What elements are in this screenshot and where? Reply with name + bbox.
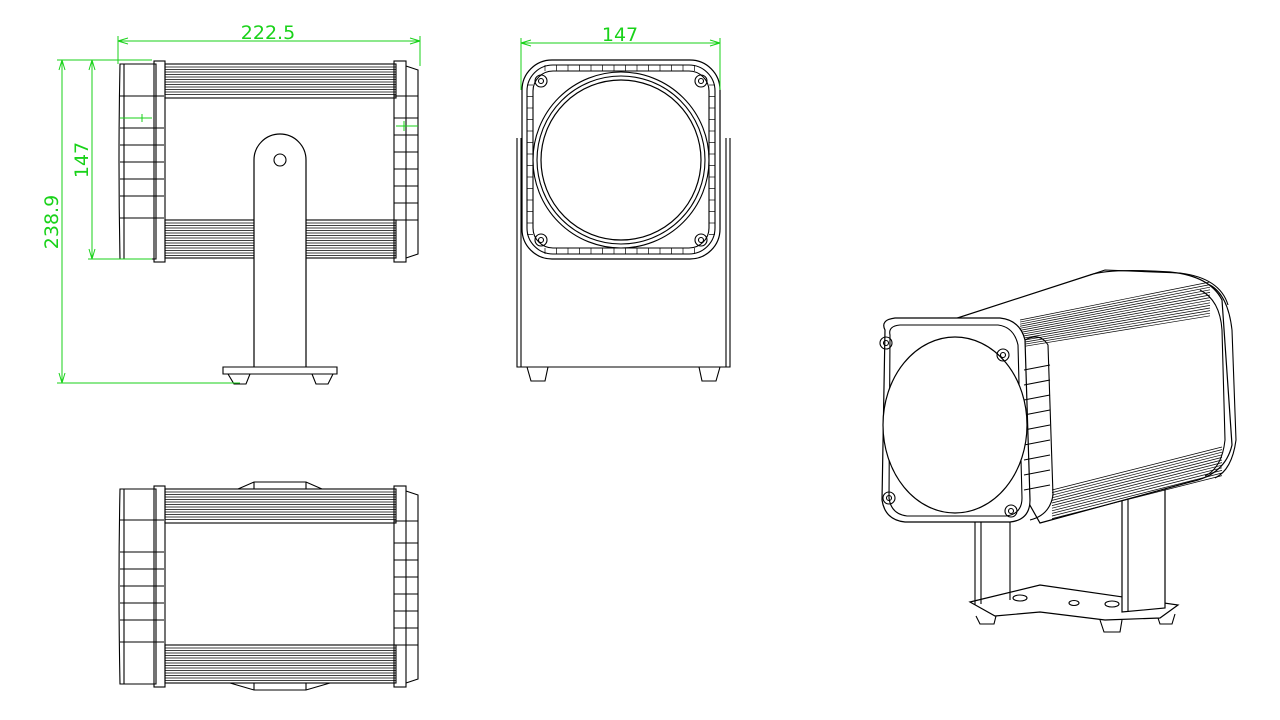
- dimension-total-height: 238.9: [41, 59, 240, 384]
- iso-fin-line: [1051, 470, 1223, 514]
- iso-fin-line: [1051, 462, 1223, 506]
- side-view-yoke: [253, 133, 307, 367]
- iso-rib-line: [1023, 469, 1051, 476]
- iso-rib-line: [1023, 454, 1051, 461]
- iso-fin-line: [1051, 459, 1223, 504]
- dimension-body-height: 147: [71, 59, 152, 260]
- iso-fin-line: [1051, 446, 1223, 491]
- iso-rib-line: [1023, 379, 1051, 386]
- iso-rib-line: [1023, 409, 1051, 416]
- side-view-top-fins: [164, 63, 397, 99]
- side-view-yoke-bolt: [273, 153, 287, 167]
- top-view-yoke-tab-top: [237, 481, 323, 490]
- iso-rib-line: [1023, 484, 1051, 491]
- front-view-yoke: [516, 138, 731, 368]
- iso-fin-line: [1051, 464, 1223, 509]
- iso-fin-line: [1051, 451, 1223, 496]
- iso-fin-line: [1019, 307, 1211, 342]
- iso-fin-line: [1051, 475, 1223, 519]
- iso-lens: [882, 336, 1028, 514]
- iso-fin-line: [1019, 315, 1211, 348]
- iso-fin-line: [1051, 454, 1223, 499]
- iso-fin-line: [1019, 284, 1211, 323]
- iso-rib-line: [1023, 364, 1051, 371]
- iso-screws: [879, 336, 1018, 518]
- dimension-front-width: 147: [520, 24, 721, 90]
- iso-fin-line: [1019, 310, 1211, 344]
- front-view-lens: [540, 79, 702, 241]
- front-view-lens-ring: [532, 71, 710, 249]
- top-view-yoke-tab-bottom: [229, 682, 331, 691]
- iso-rib-line: [1023, 394, 1051, 401]
- iso-fin-line: [1019, 299, 1211, 335]
- iso-rib-line: [1023, 424, 1051, 431]
- side-view: [118, 60, 419, 385]
- iso-rib-line: [1023, 439, 1051, 446]
- dimension-label-front-width: 147: [602, 24, 638, 46]
- iso-fin-line: [1019, 292, 1211, 329]
- dimension-label-body-height: 147: [71, 142, 93, 178]
- iso-fin-line: [1051, 449, 1223, 493]
- iso-fin-line: [1051, 467, 1223, 512]
- dimension-label-total-height: 238.9: [41, 195, 63, 249]
- side-view-base: [222, 366, 338, 375]
- iso-fin-line: [1019, 302, 1211, 337]
- top-view-front-cap: [118, 488, 157, 685]
- isometric-view: [879, 269, 1237, 633]
- iso-fin-line: [1019, 305, 1211, 340]
- iso-fin-line: [1019, 286, 1211, 325]
- iso-fin-line: [1019, 294, 1211, 331]
- dimension-ticks: [120, 114, 418, 131]
- iso-fin-line: [1051, 457, 1223, 501]
- iso-fin-line: [1051, 472, 1223, 517]
- iso-fin-line: [1019, 289, 1211, 327]
- front-view-screws: [534, 74, 708, 247]
- top-view: [118, 481, 419, 691]
- top-view-left-flange-ribs: [120, 519, 164, 643]
- iso-fin-line: [1019, 281, 1211, 321]
- side-view-rear-flange: [393, 60, 407, 263]
- dimension-side-width: 222.5: [117, 22, 421, 66]
- side-view-left-flange-ribs: [120, 95, 164, 219]
- top-view-bottom-fins: [164, 644, 397, 684]
- iso-fin-line: [1019, 297, 1211, 333]
- front-view: [516, 59, 731, 382]
- dimension-label-side-width: 222.5: [241, 22, 295, 44]
- iso-fin-line: [1019, 312, 1211, 346]
- top-view-top-fins: [164, 488, 397, 524]
